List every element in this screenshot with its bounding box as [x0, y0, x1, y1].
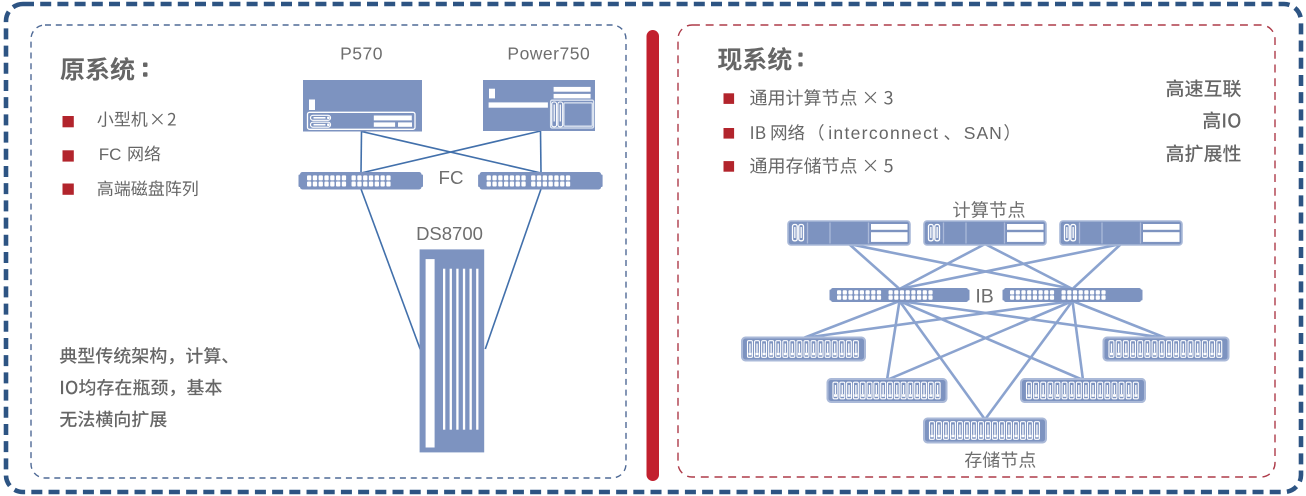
svg-text:interconnect: interconnect — [828, 123, 939, 143]
svg-text:FC: FC — [99, 145, 122, 164]
svg-text:IB: IB — [975, 286, 993, 308]
svg-text:SAN: SAN — [964, 123, 1003, 143]
svg-text:FC: FC — [439, 167, 464, 188]
svg-text:Power750: Power750 — [507, 44, 590, 64]
svg-text:DS8700: DS8700 — [416, 223, 483, 244]
svg-text:P570: P570 — [340, 44, 383, 64]
